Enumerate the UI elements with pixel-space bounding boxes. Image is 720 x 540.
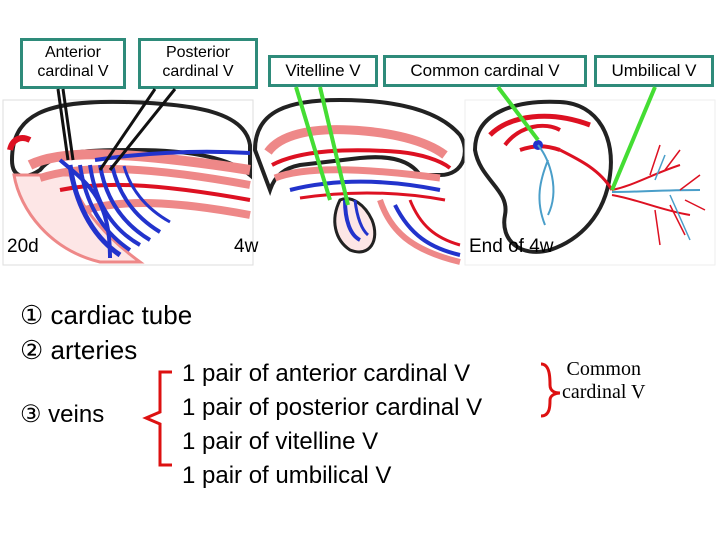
- note-line2: cardinal V: [562, 381, 646, 403]
- label-umbilical-text: Umbilical V: [611, 61, 697, 80]
- caption-end-4w: End of 4w: [469, 236, 554, 257]
- common-cardinal-note: Common cardinal V: [562, 358, 646, 404]
- label-common-cardinal-text: Common cardinal V: [410, 61, 560, 80]
- panel-4w: [252, 97, 467, 265]
- label-anterior-line2: cardinal V: [37, 63, 109, 80]
- panel-20d: [2, 99, 254, 266]
- list-item-veins: ③ veins: [20, 401, 105, 428]
- vein-posterior-cardinal: 1 pair of posterior cardinal V: [182, 394, 483, 421]
- vein-anterior-cardinal: 1 pair of anterior cardinal V: [182, 360, 471, 387]
- caption-4w: 4w: [234, 236, 259, 257]
- label-vitelline-text: Vitelline V: [285, 61, 361, 80]
- label-umbilical: Umbilical V: [594, 55, 714, 87]
- label-common-cardinal: Common cardinal V: [383, 55, 587, 87]
- list-item-cardiac-tube: ① cardiac tube: [20, 300, 193, 330]
- pointer-lines: [56, 85, 657, 206]
- note-line1: Common: [566, 358, 641, 380]
- label-posterior-line1: Posterior: [165, 44, 231, 61]
- vein-umbilical: 1 pair of umbilical V: [182, 462, 392, 489]
- vein-vitelline: 1 pair of vitelline V: [182, 428, 379, 455]
- list-item-arteries: ② arteries: [20, 335, 138, 365]
- label-posterior-cardinal: Posterior cardinal V: [138, 38, 258, 89]
- caption-20d: 20d: [7, 236, 39, 257]
- label-anterior-cardinal: Anterior cardinal V: [20, 38, 126, 89]
- right-brace: [540, 362, 561, 418]
- panel-end-4w: [464, 99, 716, 266]
- label-anterior-line1: Anterior: [44, 44, 102, 61]
- label-vitelline: Vitelline V: [268, 55, 378, 87]
- label-posterior-line2: cardinal V: [162, 63, 234, 80]
- left-brace: [142, 370, 172, 467]
